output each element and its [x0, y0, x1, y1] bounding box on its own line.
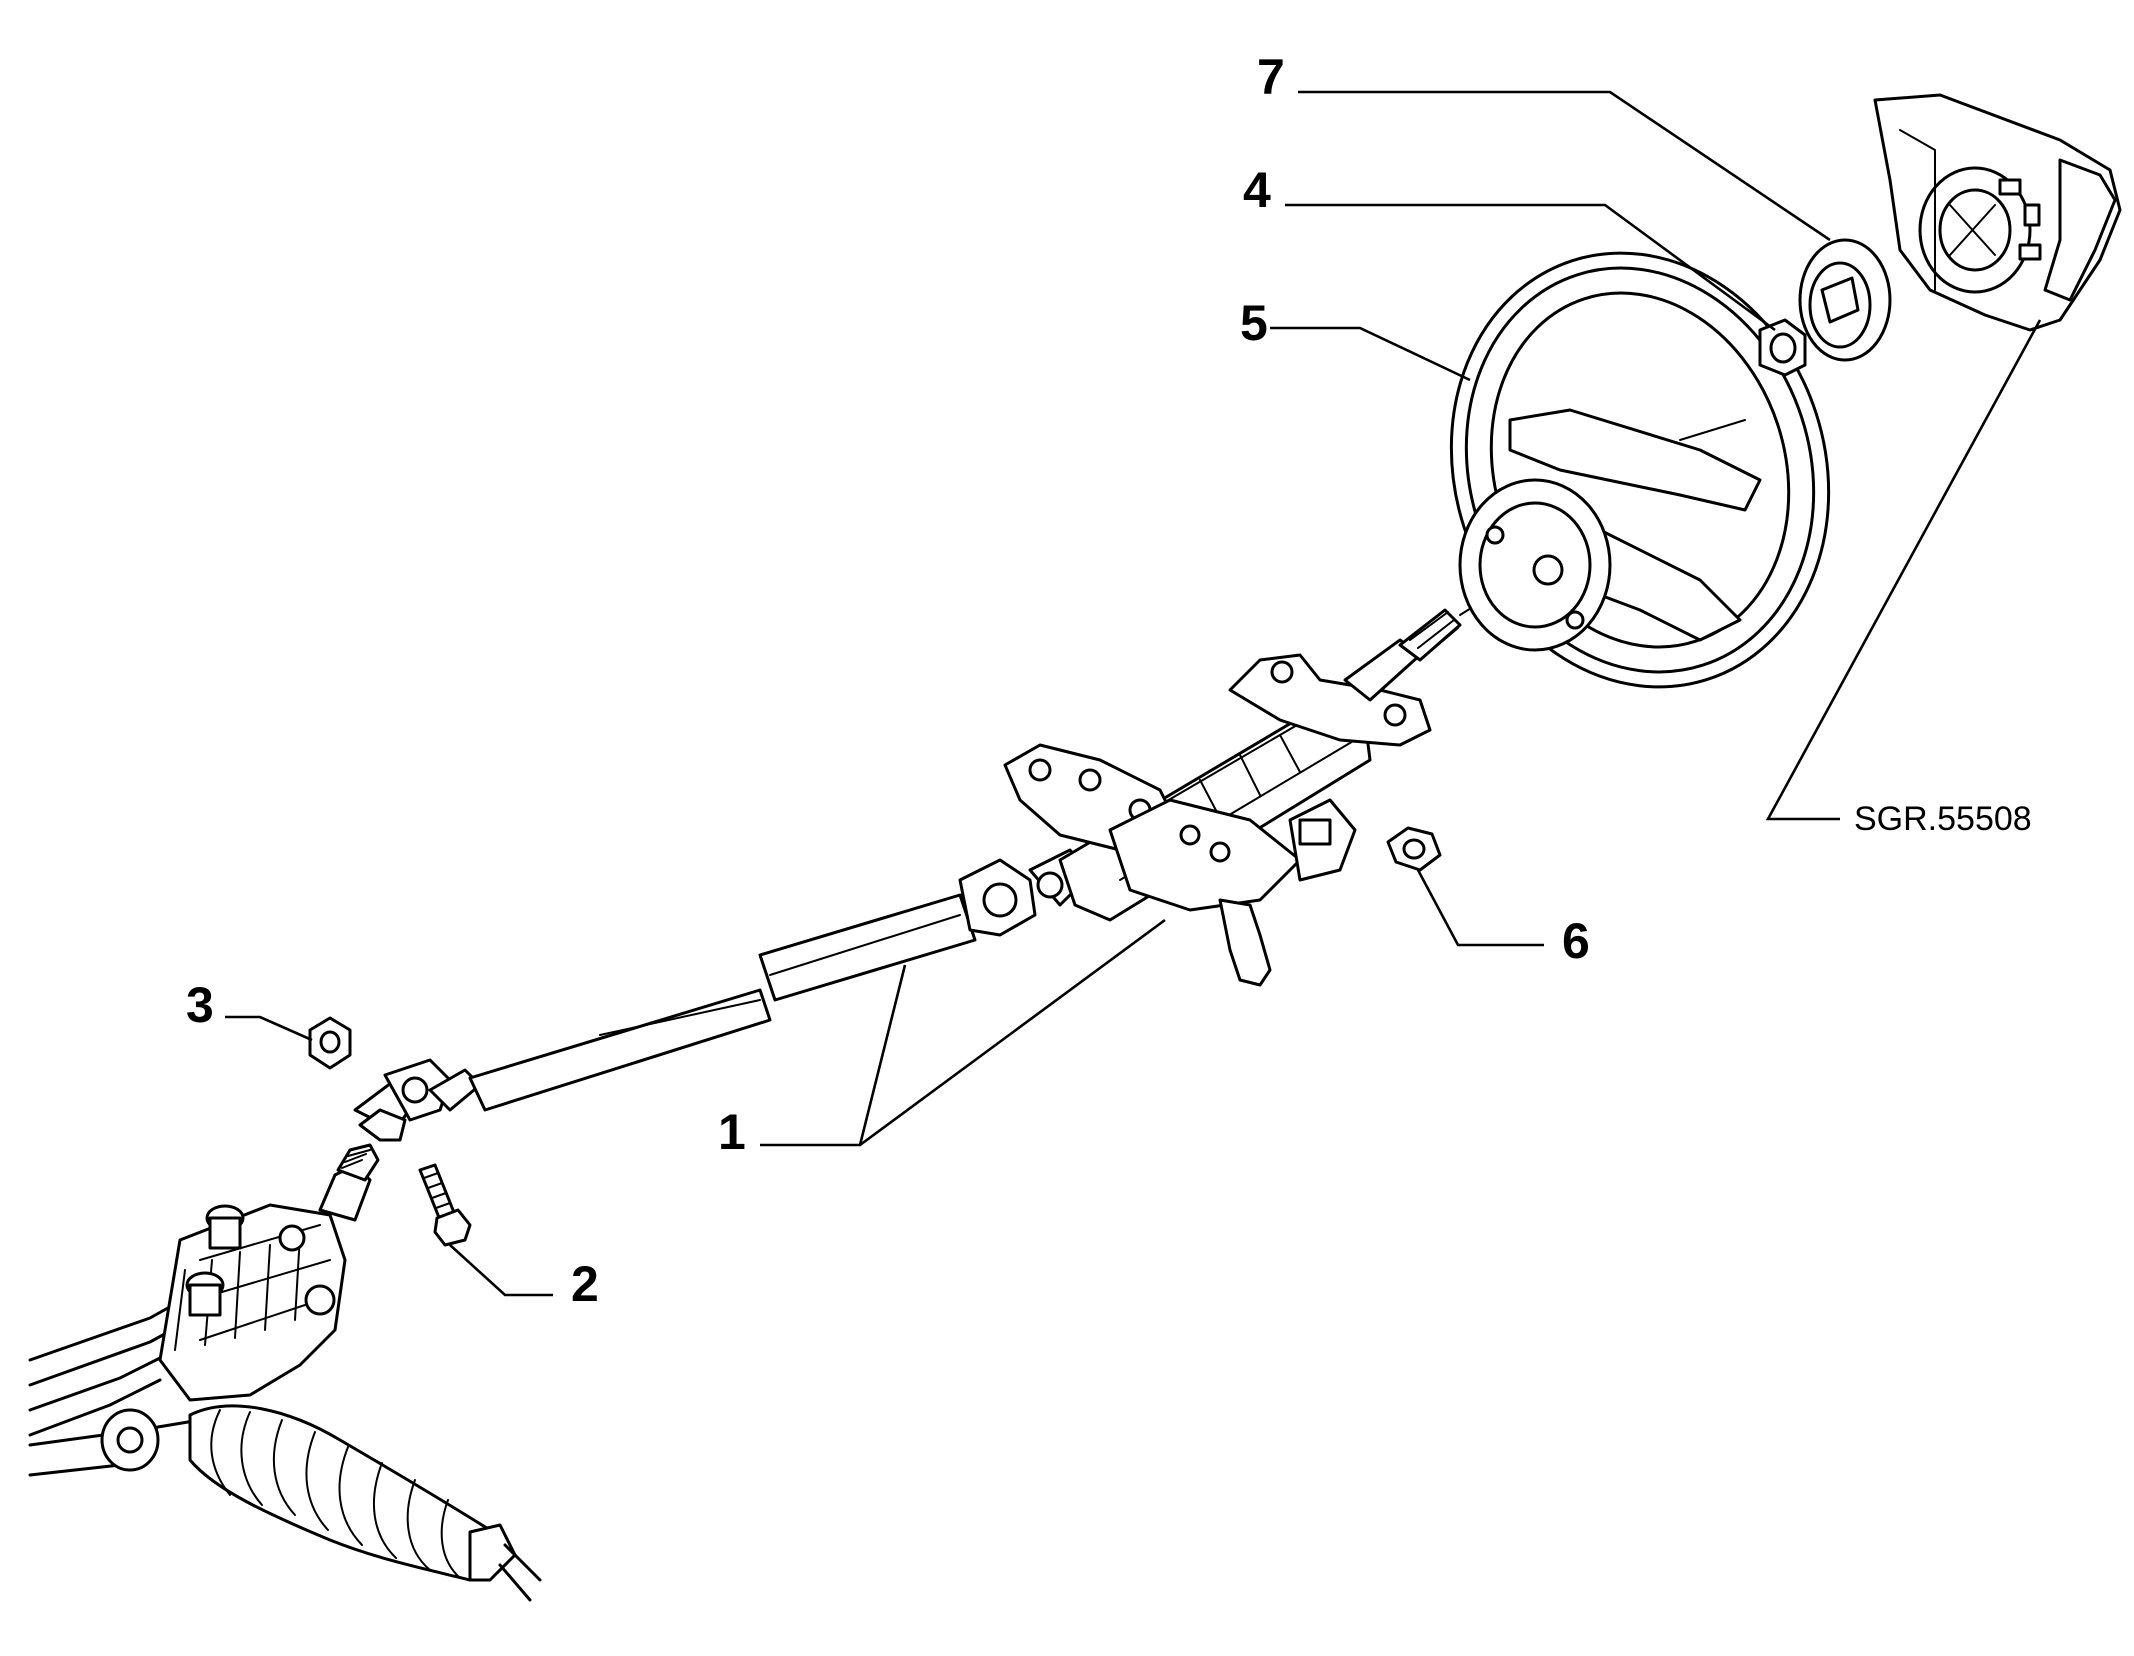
- steering-wheel-drawing: [1449, 251, 1831, 689]
- washer-drawing: [1798, 238, 1892, 362]
- wheel-nut-drawing: [1758, 318, 1807, 377]
- nut-item-6-drawing: [1386, 826, 1442, 872]
- leader-lines: [225, 90, 2042, 1297]
- callout-7: 7: [1257, 49, 1285, 105]
- callout-4: 4: [1243, 162, 1271, 218]
- callout-6: 6: [1562, 913, 1590, 969]
- reference-code: SGR.55508: [1854, 800, 2032, 838]
- callout-5: 5: [1240, 295, 1268, 351]
- callout-3: 3: [186, 977, 214, 1033]
- bolt-item-2-drawing: [418, 1163, 472, 1247]
- airbag-module-drawing: [1873, 93, 2122, 332]
- steering-column-drawing: [353, 589, 1501, 1142]
- callout-2: 2: [571, 1256, 599, 1312]
- callout-1: 1: [718, 1104, 746, 1160]
- steering-rack-drawing: [28, 1143, 542, 1602]
- nut-item-3-drawing: [308, 1016, 352, 1070]
